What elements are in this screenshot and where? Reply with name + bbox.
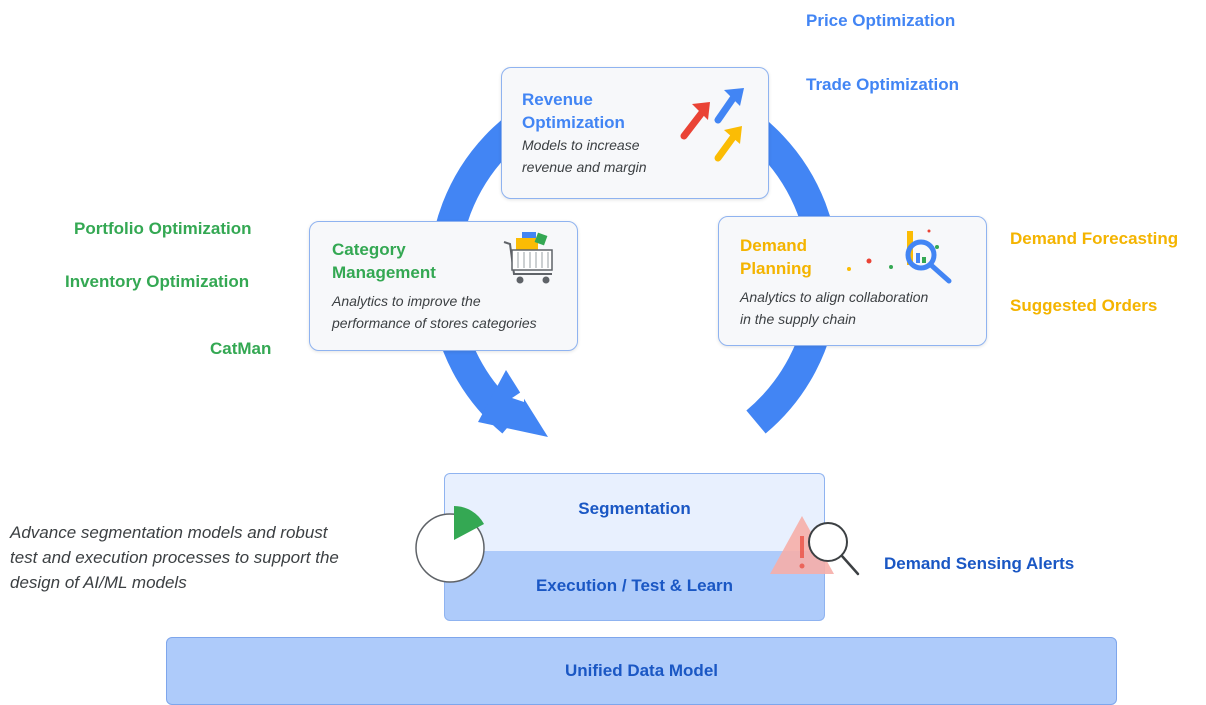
- execution-layer: Execution / Test & Learn: [444, 551, 825, 621]
- revenue-title-line2: Optimization: [522, 113, 625, 132]
- segmentation-layer: Segmentation: [444, 473, 825, 551]
- category-card-title: Category Management: [332, 238, 436, 284]
- revenue-optimization-card: Revenue Optimization Models to increase …: [501, 67, 769, 199]
- magnifier-chart-icon: [847, 229, 952, 284]
- category-desc-line2: performance of stores categories: [332, 315, 537, 331]
- segmentation-label: Segmentation: [578, 498, 691, 518]
- label-price-optimization: Price Optimization: [806, 11, 956, 30]
- demand-title-line1: Demand: [740, 236, 808, 255]
- warning-magnifier-icon: [770, 516, 860, 576]
- category-title-line1: Category: [332, 240, 406, 259]
- unified-data-model-layer: Unified Data Model: [166, 637, 1117, 705]
- demand-desc-line2: in the supply chain: [740, 311, 856, 327]
- label-portfolio-optimization: Portfolio Optimization: [74, 219, 252, 238]
- arrows-up-icon: [680, 88, 744, 162]
- revenue-title-line1: Revenue: [522, 90, 593, 109]
- demand-card-title: Demand Planning: [740, 234, 812, 280]
- label-catman: CatMan: [210, 339, 272, 358]
- segmentation-description: Advance segmentation models and robust t…: [10, 520, 420, 595]
- label-trade-optimization: Trade Optimization: [806, 75, 960, 94]
- category-card-desc: Analytics to improve the performance of …: [332, 290, 582, 334]
- revenue-desc-line2: revenue and margin: [522, 159, 647, 175]
- demand-desc-line1: Analytics to align collaboration: [740, 289, 929, 305]
- label-demand-sensing-alerts: Demand Sensing Alerts: [884, 554, 1075, 573]
- demand-planning-card: Demand Planning Analytics to align colla…: [718, 216, 987, 346]
- seg-desc-line2: test and execution processes to support …: [10, 548, 339, 567]
- category-title-line2: Management: [332, 263, 436, 282]
- label-suggested-orders: Suggested Orders: [1010, 296, 1158, 315]
- seg-desc-line3: design of AI/ML models: [10, 573, 187, 592]
- cycle-arrowhead-notch: [512, 390, 524, 402]
- execution-label: Execution / Test & Learn: [535, 575, 734, 595]
- label-inventory-optimization: Inventory Optimization: [65, 272, 250, 291]
- shopping-cart-icon: [503, 232, 553, 284]
- demand-card-desc: Analytics to align collaboration in the …: [740, 286, 990, 330]
- revenue-desc-line1: Models to increase: [522, 137, 640, 153]
- revenue-card-title: Revenue Optimization: [522, 88, 625, 134]
- seg-desc-line1: Advance segmentation models and robust: [10, 523, 328, 542]
- label-demand-forecasting: Demand Forecasting: [1010, 229, 1179, 248]
- pie-chart-icon: [415, 506, 485, 583]
- unified-data-model-label: Unified Data Model: [564, 661, 718, 680]
- category-desc-line1: Analytics to improve the: [332, 293, 481, 309]
- cycle-arrowhead: [478, 370, 548, 437]
- category-management-card: Category Management Analytics to improve…: [309, 221, 578, 351]
- revenue-card-desc: Models to increase revenue and margin: [522, 134, 647, 178]
- demand-title-line2: Planning: [740, 259, 812, 278]
